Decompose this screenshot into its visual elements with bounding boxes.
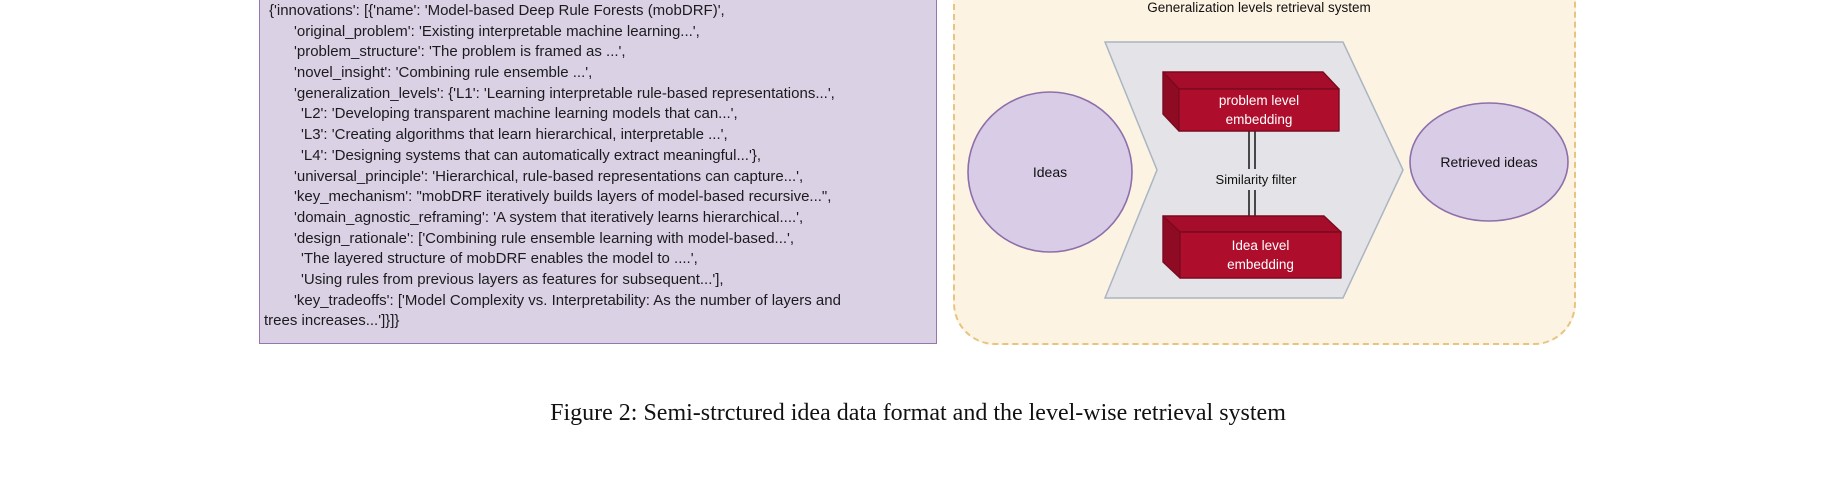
json-line: 'design_rationale': ['Combining rule ens… [294, 229, 795, 247]
idea-embedding-label-line2: embedding [1227, 257, 1294, 272]
json-line: 'generalization_levels': {'L1': 'Learnin… [294, 84, 835, 102]
figure-caption: Figure 2: Semi-strctured idea data forma… [550, 400, 1286, 426]
problem-embedding-label-line1: problem level [1218, 93, 1300, 108]
json-line: trees increases...']}]} [264, 312, 400, 330]
diagram-title: Generalization levels retrieval system [1147, 0, 1371, 15]
json-line: 'universal_principle': 'Hierarchical, ru… [294, 167, 804, 185]
connector-top-double-line [1248, 131, 1256, 169]
idea-embedding-box-front-face [1179, 231, 1342, 279]
idea-embedding-box-top-face [1162, 215, 1342, 233]
json-line: 'domain_agnostic_reframing': 'A system t… [294, 208, 804, 226]
problem-embedding-label: problem level embedding [1179, 91, 1339, 129]
ideas-ellipse [967, 91, 1133, 253]
json-line: {'innovations': [{'name': 'Model-based D… [269, 2, 725, 19]
idea-embedding-box [1162, 215, 1342, 279]
problem-embedding-label-line2: embedding [1225, 112, 1293, 127]
idea-json-text: {'innovations': [{'name': 'Model-based D… [260, 1, 936, 332]
json-line: 'key_tradeoffs': ['Model Complexity vs. … [294, 291, 841, 309]
problem-embedding-box-front-face [1178, 88, 1340, 132]
connector-bottom-double-line [1248, 190, 1256, 217]
problem-embedding-box [1162, 71, 1340, 132]
json-line: 'problem_structure': 'The problem is fra… [294, 43, 626, 61]
json-line: 'original_problem': 'Existing interpreta… [294, 22, 700, 40]
retrieved-ideas-label: Retrieved ideas [1440, 154, 1538, 170]
idea-json-card: {'innovations': [{'name': 'Model-based D… [259, 0, 937, 344]
idea-embedding-label-line1: Idea level [1231, 238, 1290, 253]
similarity-filter-label: Similarity filter [1215, 172, 1297, 187]
json-line: 'L3': 'Creating algorithms that learn hi… [301, 126, 728, 144]
json-line: 'L2': 'Developing transparent machine le… [301, 105, 738, 123]
idea-embedding-label: Idea level embedding [1180, 236, 1341, 274]
json-line: 'novel_insight': 'Combining rule ensembl… [294, 64, 593, 82]
json-line: 'Using rules from previous layers as fea… [301, 270, 724, 288]
problem-embedding-box-top-face [1162, 71, 1340, 90]
json-line: 'key_mechanism': "mobDRF iteratively bui… [294, 188, 832, 206]
json-line: 'L4': 'Designing systems that can automa… [301, 146, 762, 164]
ideas-label: Ideas [1032, 164, 1068, 180]
retrieved-ideas-ellipse [1409, 102, 1569, 222]
json-line: 'The layered structure of mobDRF enables… [301, 250, 698, 268]
